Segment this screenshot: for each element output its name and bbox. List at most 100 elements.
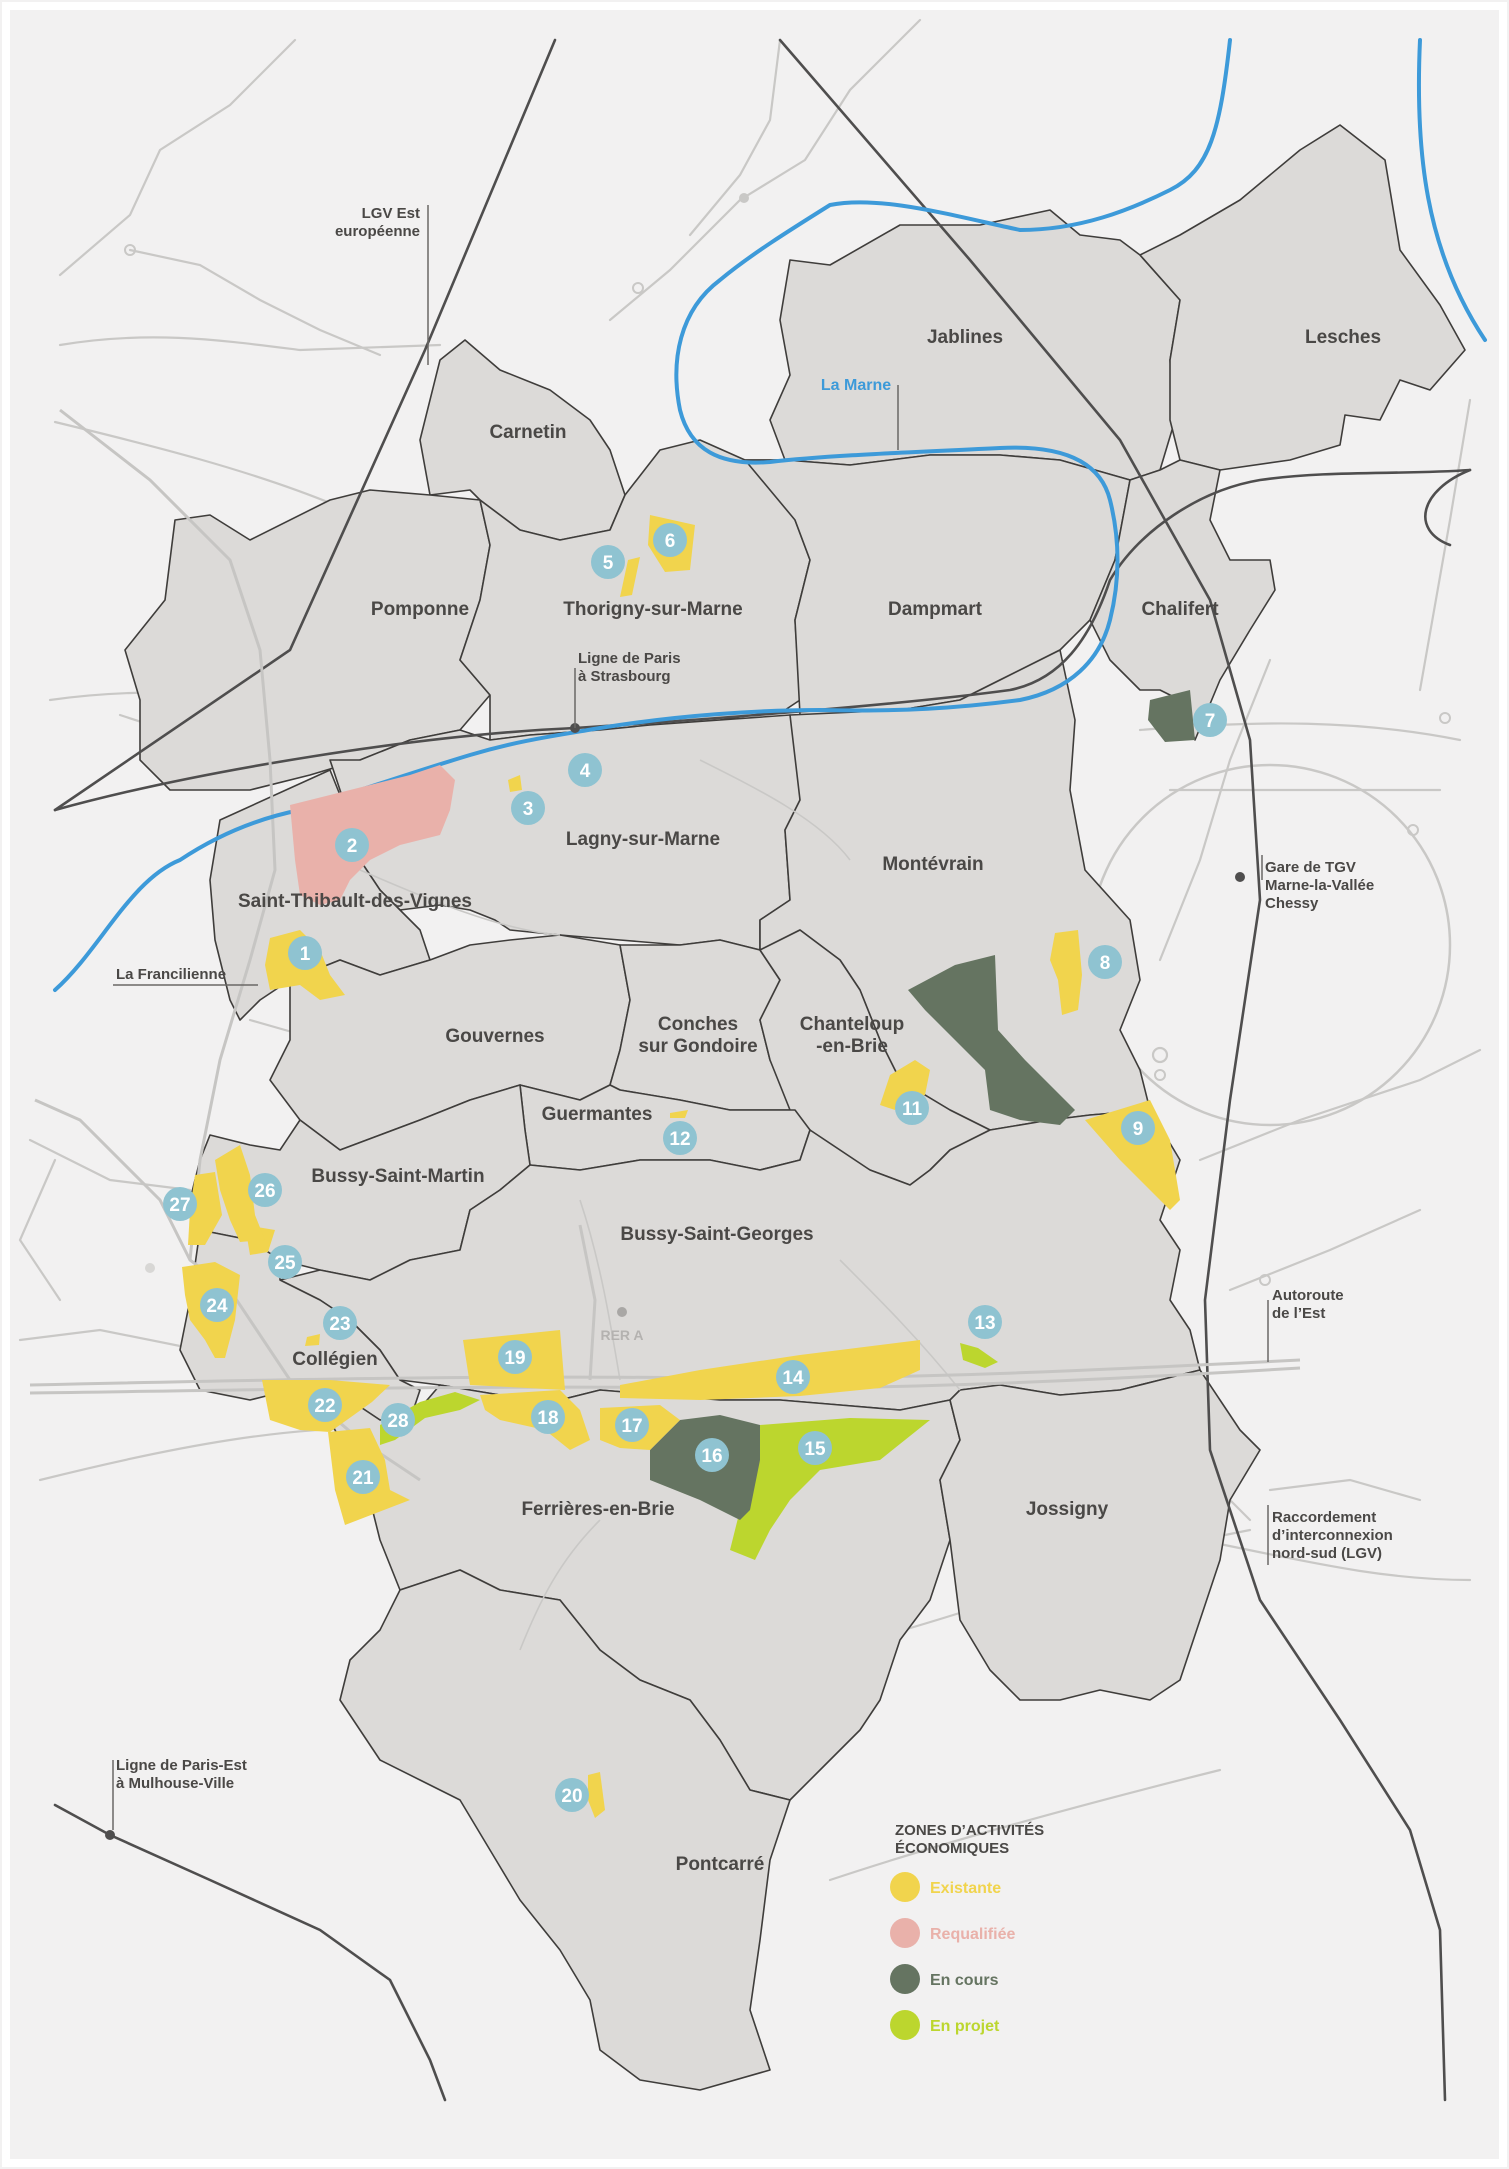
- station-rer: [617, 1307, 627, 1317]
- commune-jossigny: [939, 1369, 1261, 1701]
- zone-marker-13: 13: [968, 1305, 1002, 1339]
- zone-marker-2: 2: [335, 828, 369, 862]
- zone-marker-15: 15: [798, 1431, 832, 1465]
- commune-label-collegien: Collégien: [292, 1349, 378, 1370]
- leader-lines: [112, 205, 1269, 1830]
- zone-27: [188, 1172, 222, 1245]
- zone-marker-number: 15: [804, 1439, 826, 1460]
- station-mulhouse-line: [105, 1830, 115, 1840]
- zone-marker-circle: [511, 791, 545, 825]
- zone-marker-25: 25: [268, 1245, 302, 1279]
- zone-marker-circle: [1088, 945, 1122, 979]
- commune-label-thorigny: Thorigny-sur-Marne: [563, 599, 742, 620]
- commune-dampmart: [744, 454, 1131, 716]
- zone-marker-circle: [531, 1400, 565, 1434]
- legend-swatch: [890, 2010, 920, 2040]
- zone-marker-26: 26: [248, 1173, 282, 1207]
- commune-label-guermantes: Guermantes: [542, 1104, 653, 1125]
- zone-marker-28: 28: [381, 1403, 415, 1437]
- zone-marker-6: 6: [653, 523, 687, 557]
- zone-marker-circle: [335, 828, 369, 862]
- commune-jablines: [769, 209, 1181, 481]
- zone-9: [1085, 1100, 1180, 1210]
- rail-strasbourg: [53, 468, 1472, 812]
- zone-marker-20: 20: [555, 1778, 589, 1812]
- zone-15: [730, 1418, 930, 1560]
- zone-marker-circle: [968, 1305, 1002, 1339]
- zone-marker-9: 9: [1121, 1111, 1155, 1145]
- commune-label-lagny: Lagny-sur-Marne: [566, 829, 720, 850]
- commune-label-montevrain: Montévrain: [882, 854, 983, 875]
- rail-ring-right: [1424, 468, 1472, 547]
- zone-marker-number: 9: [1133, 1119, 1144, 1140]
- zone-marker-number: 13: [974, 1313, 995, 1334]
- zone-8: [1050, 930, 1082, 1015]
- label-rer-a: RER A: [600, 1327, 643, 1343]
- zone-marker-number: 14: [782, 1368, 804, 1389]
- zone-marker-circle: [695, 1438, 729, 1472]
- commune-label-bussy-saint-martin: Bussy-Saint-Martin: [311, 1166, 484, 1187]
- zone-marker-17: 17: [615, 1408, 649, 1442]
- zone-marker-8: 8: [1088, 945, 1122, 979]
- zone-26: [215, 1145, 265, 1242]
- zone-marker-circle: [346, 1460, 380, 1494]
- zone-marker-number: 5: [603, 553, 614, 574]
- river-marne: [53, 38, 1487, 992]
- zone-marker-number: 26: [254, 1181, 275, 1202]
- zone-marker-number: 11: [902, 1099, 923, 1120]
- commune-label-saint-thibault: Saint-Thibault-des-Vignes: [238, 891, 472, 912]
- zone-marker-number: 12: [669, 1129, 690, 1150]
- zone-marker-number: 24: [206, 1296, 228, 1317]
- rail-network: [53, 38, 1472, 2102]
- zone-marker-21: 21: [346, 1460, 380, 1494]
- zone-marker-number: 19: [504, 1348, 525, 1369]
- secondary-roads: [359, 759, 961, 1651]
- zone-marker-number: 23: [329, 1314, 350, 1335]
- zone-marker-23: 23: [323, 1306, 357, 1340]
- zone-2: [290, 765, 455, 905]
- commune-label-chanteloup: Chanteloup-en-Brie: [800, 1014, 905, 1057]
- label-la-francilienne: La Francilienne: [116, 966, 226, 983]
- zone-marker-18: 18: [531, 1400, 565, 1434]
- zone-marker-circle: [1193, 703, 1227, 737]
- commune-label-chalifert: Chalifert: [1141, 599, 1219, 620]
- zone-markers: 1234567891112131415161718192021222324252…: [163, 523, 1227, 1812]
- legend-label: Requalifiée: [930, 1926, 1015, 1943]
- zone-marker-12: 12: [663, 1121, 697, 1155]
- commune-lesches: [1139, 124, 1466, 471]
- commune-label-gouvernes: Gouvernes: [445, 1026, 544, 1047]
- zone-marker-circle: [591, 545, 625, 579]
- zone-marker-number: 17: [621, 1416, 642, 1437]
- zone-3: [508, 775, 522, 792]
- commune-label-pontcarre: Pontcarré: [676, 1854, 765, 1875]
- zone-marker-circle: [798, 1431, 832, 1465]
- zone-marker-5: 5: [591, 545, 625, 579]
- commune-label-bussy-saint-georges: Bussy-Saint-Georges: [620, 1224, 813, 1245]
- commune-label-jablines: Jablines: [927, 327, 1003, 348]
- zone-marker-circle: [663, 1121, 697, 1155]
- rail-lgv-est: [53, 38, 557, 812]
- zone-13: [960, 1343, 998, 1368]
- zone-marker-11: 11: [895, 1091, 929, 1125]
- rail-mulhouse: [53, 1803, 447, 2102]
- commune-label-carnetin: Carnetin: [489, 422, 566, 443]
- legend-label: En projet: [930, 2018, 1000, 2035]
- zone-marker-4: 4: [568, 753, 602, 787]
- zone-marker-circle: [308, 1388, 342, 1422]
- commune-label-dampmart: Dampmart: [888, 599, 983, 620]
- zone-marker-number: 1: [300, 944, 311, 965]
- zone-marker-number: 8: [1100, 953, 1111, 974]
- zone-marker-number: 3: [523, 799, 534, 820]
- rail-lgv-ns: [778, 38, 1447, 2102]
- zone-marker-19: 19: [498, 1340, 532, 1374]
- commune-label-ferrieres: Ferrières-en-Brie: [521, 1499, 674, 1520]
- zone-marker-number: 21: [352, 1468, 374, 1489]
